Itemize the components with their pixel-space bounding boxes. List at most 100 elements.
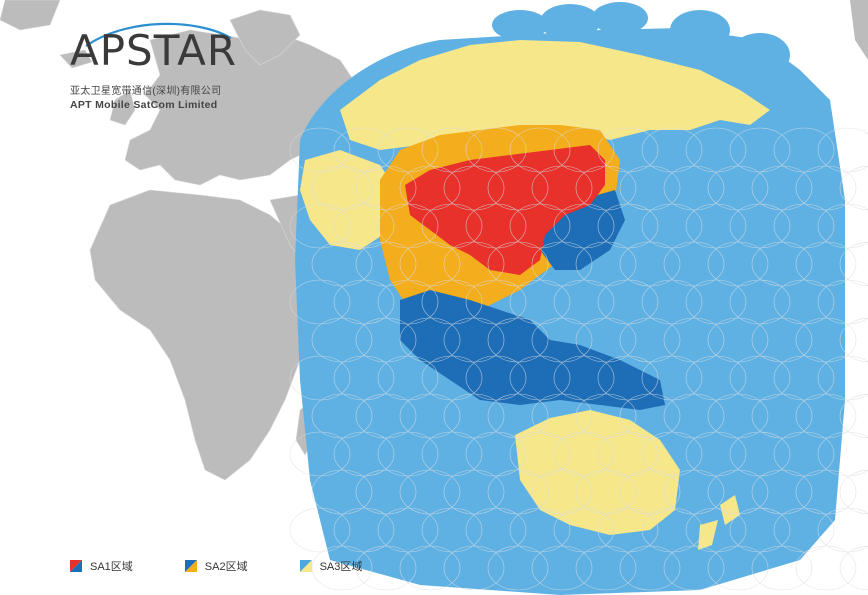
spot-beam-outline bbox=[509, 507, 571, 553]
spot-beam-outline bbox=[465, 355, 527, 401]
americas-edge bbox=[850, 0, 868, 60]
spot-beam-outline bbox=[311, 393, 373, 439]
spot-beam-outline bbox=[619, 165, 681, 211]
spot-beam-outline bbox=[443, 165, 505, 211]
spot-beam-outline bbox=[795, 393, 857, 439]
spot-beam-outline bbox=[333, 355, 395, 401]
spot-beam-outline bbox=[773, 127, 835, 173]
spot-beam-outline bbox=[399, 241, 461, 287]
spot-beam-outline bbox=[333, 203, 395, 249]
spot-beam-outline bbox=[355, 393, 417, 439]
spot-beam-outline bbox=[707, 469, 769, 515]
spot-beam-outline bbox=[399, 165, 461, 211]
spot-beam-outline bbox=[333, 279, 395, 325]
spot-beam-outline bbox=[773, 355, 835, 401]
spot-beam-outline bbox=[839, 469, 868, 515]
spot-beam-outline bbox=[465, 431, 527, 477]
spot-beam-outline bbox=[685, 203, 747, 249]
spot-beam-outline bbox=[355, 545, 417, 591]
spot-beam-outline bbox=[773, 507, 835, 553]
spot-beam-outline bbox=[421, 279, 483, 325]
spot-beam-outline bbox=[817, 355, 868, 401]
coverage-sa1-red bbox=[405, 145, 605, 275]
spot-beam-outline bbox=[421, 431, 483, 477]
spot-beam-outline bbox=[553, 203, 615, 249]
spot-beam-outline bbox=[465, 127, 527, 173]
spot-beam-outline bbox=[597, 507, 659, 553]
spot-beam-outline bbox=[509, 355, 571, 401]
spot-beam-outline bbox=[839, 393, 868, 439]
spot-beam-outline bbox=[685, 355, 747, 401]
spot-beam-outline bbox=[795, 241, 857, 287]
spot-beam-outline bbox=[641, 431, 703, 477]
spot-beam-outline bbox=[377, 127, 439, 173]
spot-beam-outlines bbox=[289, 127, 868, 591]
legend-label-sa2: SA2区域 bbox=[204, 561, 248, 573]
spot-beam-outline bbox=[531, 165, 593, 211]
spot-beam-outline bbox=[751, 393, 813, 439]
spot-beam-outline bbox=[311, 317, 373, 363]
spot-beam-outline bbox=[817, 203, 868, 249]
spot-beam-outline bbox=[575, 165, 637, 211]
spot-beam-outline bbox=[685, 507, 747, 553]
spot-beam-outline bbox=[619, 545, 681, 591]
spot-beam-outline bbox=[399, 545, 461, 591]
spot-beam-outline bbox=[817, 279, 868, 325]
spot-beam-outline bbox=[289, 127, 351, 173]
spot-beam-outline bbox=[289, 279, 351, 325]
spot-beam-outline bbox=[707, 393, 769, 439]
spot-beam-outline bbox=[531, 545, 593, 591]
spot-beam-outline bbox=[377, 431, 439, 477]
spot-beam-outline bbox=[553, 507, 615, 553]
spot-beam-outline bbox=[817, 507, 868, 553]
spot-beam-outline bbox=[597, 203, 659, 249]
spot-beam-outline bbox=[751, 469, 813, 515]
spot-beam-outline bbox=[399, 469, 461, 515]
spot-beam-outline bbox=[641, 203, 703, 249]
spot-beam-outline bbox=[663, 393, 725, 439]
map-legend: SA1区域 SA2区域 SA3区域 bbox=[70, 558, 362, 574]
spot-beam-outline bbox=[641, 279, 703, 325]
spot-beam-outline bbox=[685, 279, 747, 325]
spot-beam-outline bbox=[619, 241, 681, 287]
legend-item-sa1: SA1区域 bbox=[70, 558, 133, 574]
legend-item-sa2: SA2区域 bbox=[184, 558, 248, 574]
spot-beam-outline bbox=[289, 431, 351, 477]
spot-beam-outline bbox=[663, 241, 725, 287]
spot-beam-outline bbox=[509, 127, 571, 173]
spot-beam-outline bbox=[553, 431, 615, 477]
spot-beam-outline bbox=[355, 241, 417, 287]
spot-beam-outline bbox=[531, 317, 593, 363]
spot-beam-outline bbox=[751, 241, 813, 287]
spot-beam-outline bbox=[575, 469, 637, 515]
spot-beam-outline bbox=[333, 127, 395, 173]
logo-subtitle-en: APT Mobile SatCom Limited bbox=[70, 99, 218, 111]
spot-beam-outline bbox=[619, 469, 681, 515]
spot-beam-outline bbox=[443, 469, 505, 515]
spot-beam-outline bbox=[597, 127, 659, 173]
spot-beam-outline bbox=[377, 507, 439, 553]
legend-label-sa1: SA1区域 bbox=[90, 561, 133, 573]
spot-beam-outline bbox=[795, 317, 857, 363]
spot-beam-outline bbox=[553, 127, 615, 173]
legend-label-sa3: SA3区域 bbox=[319, 561, 363, 573]
spot-beam-outline bbox=[399, 317, 461, 363]
spot-beam-outline bbox=[487, 469, 549, 515]
spot-beam-outline bbox=[531, 241, 593, 287]
spot-beam-outline bbox=[509, 431, 571, 477]
spot-beam-outline bbox=[839, 165, 868, 211]
spot-beam-outline bbox=[729, 355, 791, 401]
spot-beam-outline bbox=[355, 165, 417, 211]
coverage-sa3-land bbox=[300, 40, 770, 550]
spot-beam-outline bbox=[377, 203, 439, 249]
logo-wordmark: APSTAR bbox=[70, 26, 238, 75]
spot-beam-outline bbox=[685, 127, 747, 173]
spot-beam-outline bbox=[729, 127, 791, 173]
logo-block: APSTAR 亚太卫星宽带通信(深圳)有限公司 APT Mobile SatCo… bbox=[70, 22, 238, 111]
spot-beam-outline bbox=[509, 203, 571, 249]
spot-beam-outline bbox=[487, 165, 549, 211]
spot-beam-outline bbox=[707, 317, 769, 363]
spot-beam-outline bbox=[597, 279, 659, 325]
spot-beam-outline bbox=[641, 127, 703, 173]
